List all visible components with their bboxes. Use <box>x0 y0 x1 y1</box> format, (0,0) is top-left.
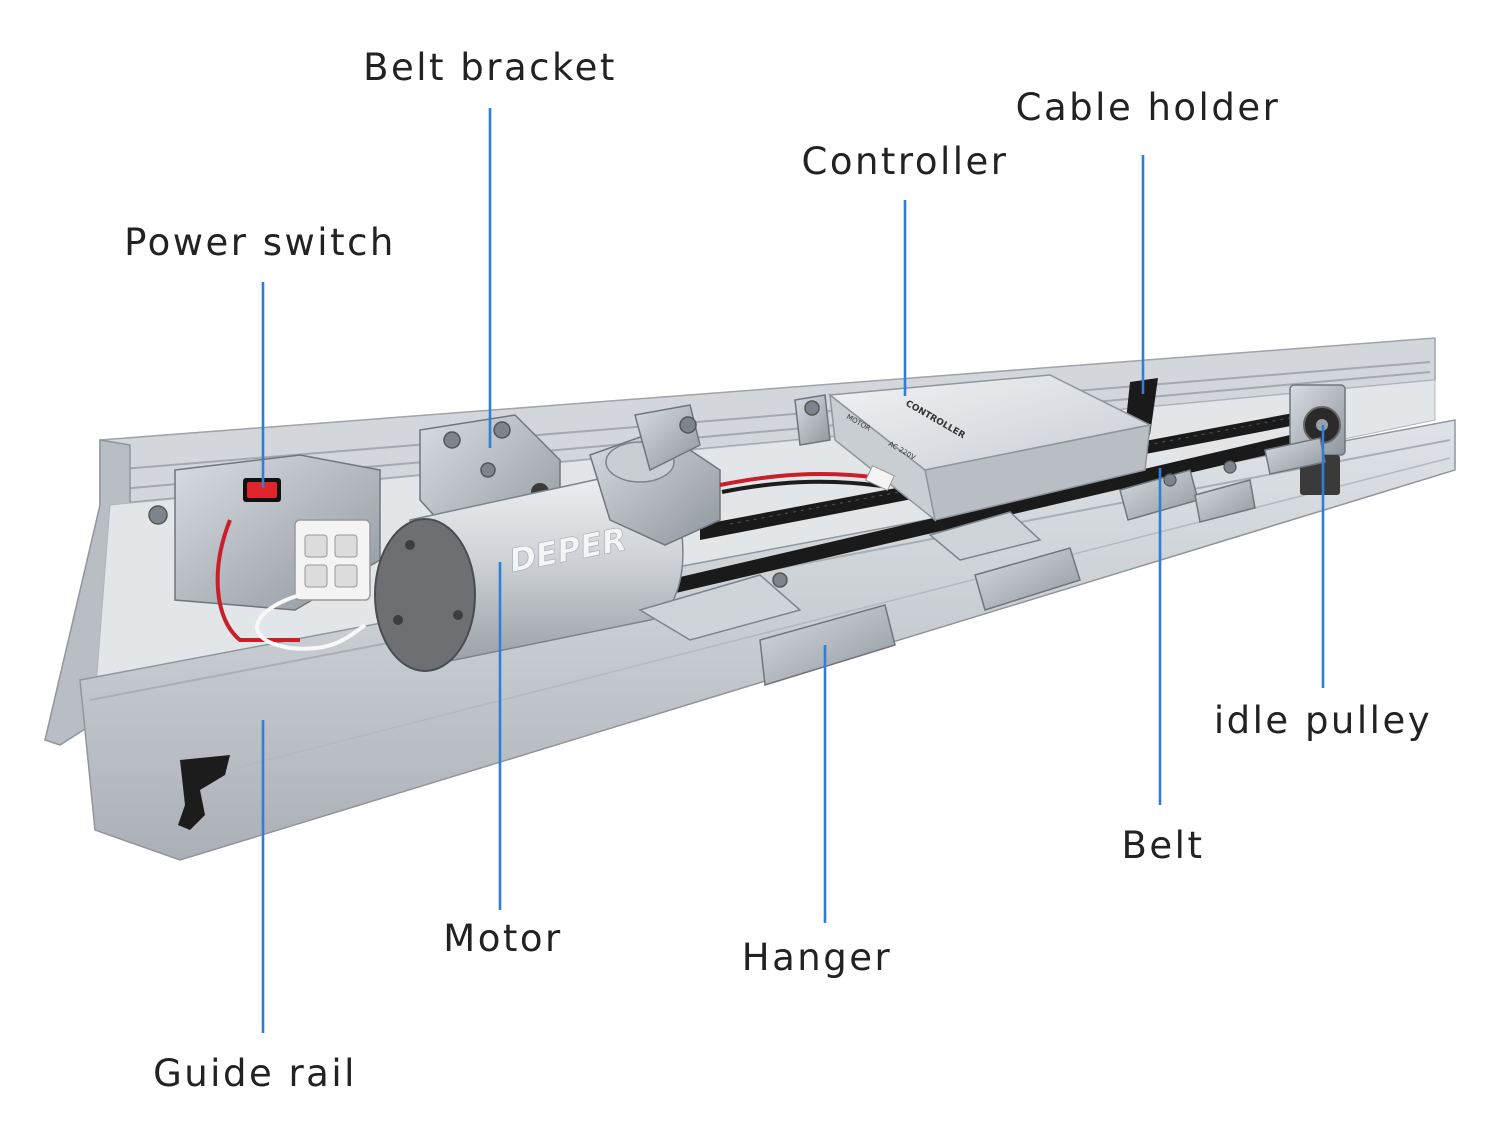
power-wire-red <box>215 519 300 642</box>
label-hanger: Hanger <box>742 936 892 979</box>
label-controller: Controller <box>801 140 1008 183</box>
leader-lines <box>261 108 1325 1033</box>
label-power-switch: Power switch <box>124 221 396 264</box>
label-guide-rail: Guide rail <box>153 1052 357 1095</box>
terminal-screw <box>304 534 328 558</box>
belt-lower-run <box>560 428 1322 620</box>
rail-hook <box>178 755 230 830</box>
label-idle-pulley: idle pulley <box>1214 699 1432 742</box>
motor-cable <box>719 472 883 494</box>
hanger-plate <box>974 547 1081 611</box>
power-switch-toggle <box>247 482 277 498</box>
label-belt: Belt <box>1122 824 1205 867</box>
bracket-bolt <box>804 400 820 416</box>
controller-bracket <box>794 394 831 446</box>
motor-cap-screw <box>453 610 463 620</box>
controller-side <box>829 393 937 522</box>
controller-box: CONTROLLER MOTOR AC 220V <box>794 374 1153 522</box>
motor-cap-screw <box>393 615 403 625</box>
rail-groove <box>109 361 1431 471</box>
cable-red <box>719 472 881 487</box>
bracket-bolt <box>148 505 168 525</box>
bracket-bolt <box>1163 473 1177 487</box>
cable-black <box>721 479 883 494</box>
label-motor: Motor <box>443 917 562 960</box>
motor-cap-screw <box>405 540 415 550</box>
terminal-screw <box>334 534 358 558</box>
bracket-bolt <box>480 462 496 478</box>
terminal-screw <box>304 564 328 588</box>
drive-motor: DEPER <box>374 404 721 672</box>
controller-connector <box>865 465 895 491</box>
hanger-roller-housing <box>638 574 802 641</box>
motor-end-cap <box>374 518 476 672</box>
hanger-plate <box>1194 479 1256 523</box>
label-belt-bracket: Belt bracket <box>363 46 617 89</box>
terminal-screw <box>334 564 358 588</box>
hanger-assembly <box>638 437 1326 686</box>
bracket-bolt <box>679 416 697 434</box>
bracket-bolt <box>772 572 788 588</box>
bracket-bolt <box>493 421 511 439</box>
hanger-plate <box>759 604 896 686</box>
bracket-bolt <box>443 431 461 449</box>
hanger-plate <box>1264 437 1326 475</box>
terminal-block <box>294 519 371 601</box>
callout-labels: Belt bracket Cable holder Controller Pow… <box>124 46 1432 1095</box>
power-wire-white <box>255 593 367 651</box>
label-cable-holder: Cable holder <box>1016 86 1281 129</box>
bracket-bolt <box>1223 460 1237 474</box>
hanger-roller-housing <box>928 511 1042 561</box>
